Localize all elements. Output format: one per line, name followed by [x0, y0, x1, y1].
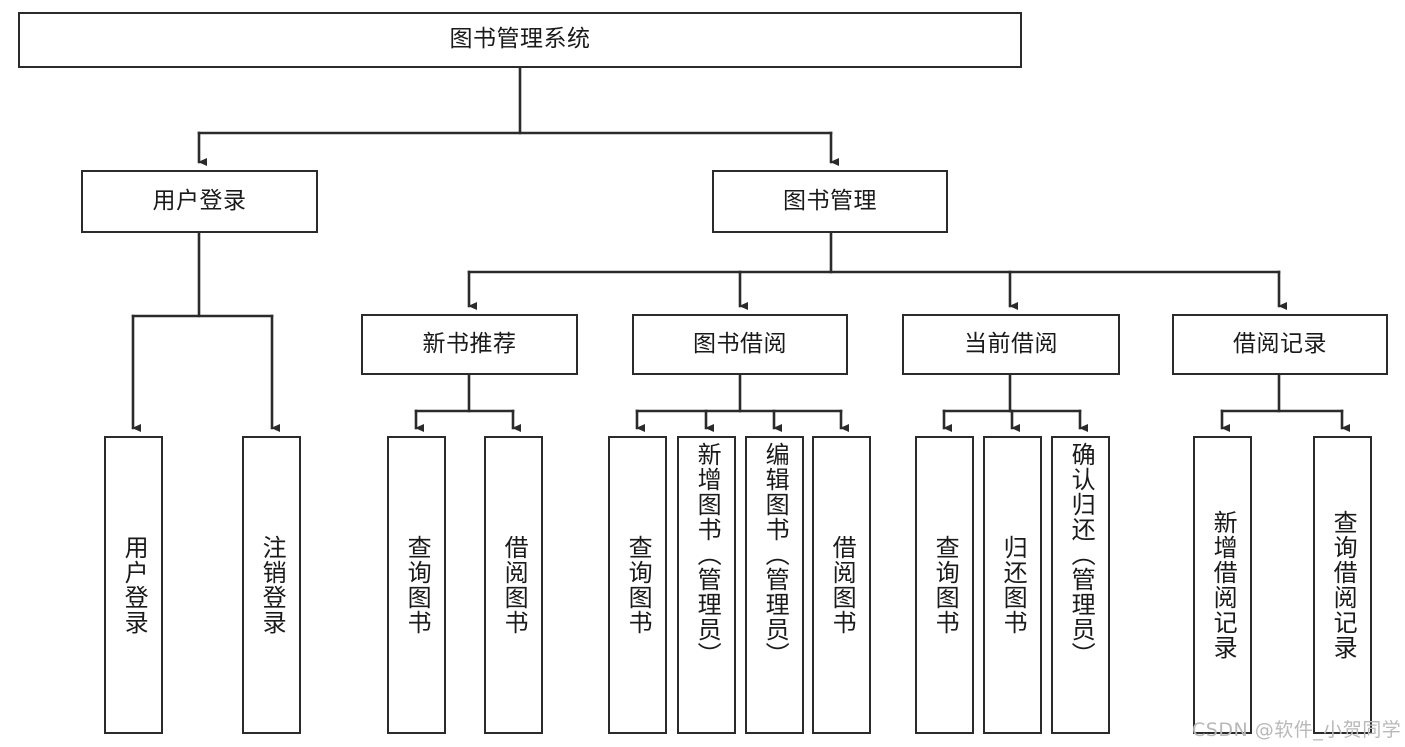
- node-new-book-recommend[interactable]: 新书推荐: [361, 314, 578, 375]
- node-root-label: 图书管理系统: [449, 26, 591, 53]
- csdn-watermark: CSDN @软件_小贺同学: [1192, 719, 1402, 741]
- leaf-current-borrow-2[interactable]: 归还图书: [983, 436, 1042, 734]
- leaf-book-borrow-1[interactable]: 查询图书: [608, 436, 667, 734]
- node-book-manage-label: 图书管理: [783, 187, 877, 214]
- leaf-new-book-2[interactable]: 借阅图书: [484, 436, 543, 734]
- leaf-borrow-record-1[interactable]: 新增借阅记录: [1193, 436, 1252, 734]
- leaf-current-borrow-1-label: 查询图书: [931, 535, 960, 635]
- node-borrow-record[interactable]: 借阅记录: [1172, 314, 1388, 375]
- leaf-book-borrow-2-label: 新增图书（管理员）: [693, 442, 722, 667]
- node-new-book-recommend-label: 新书推荐: [422, 330, 517, 357]
- leaf-book-borrow-2[interactable]: 新增图书（管理员）: [677, 436, 736, 734]
- node-book-borrow[interactable]: 图书借阅: [632, 314, 848, 375]
- node-user-login-label: 用户登录: [152, 187, 247, 214]
- leaf-user-login-1[interactable]: 用户登录: [104, 436, 163, 734]
- leaf-borrow-record-2-label: 查询借阅记录: [1329, 510, 1358, 660]
- node-current-borrow[interactable]: 当前借阅: [902, 314, 1120, 375]
- leaf-user-login-1-label: 用户登录: [120, 535, 149, 635]
- node-current-borrow-label: 当前借阅: [964, 330, 1058, 357]
- leaf-new-book-1[interactable]: 查询图书: [387, 436, 446, 734]
- leaf-current-borrow-3-label: 确认归还（管理员）: [1067, 442, 1096, 667]
- leaf-borrow-record-1-label: 新增借阅记录: [1209, 510, 1238, 660]
- leaf-current-borrow-3[interactable]: 确认归还（管理员）: [1051, 436, 1110, 734]
- node-book-manage[interactable]: 图书管理: [712, 170, 948, 233]
- leaf-book-borrow-1-label: 查询图书: [624, 535, 653, 635]
- leaf-book-borrow-3-label: 编辑图书（管理员）: [761, 442, 790, 667]
- node-borrow-record-label: 借阅记录: [1233, 330, 1327, 357]
- leaf-current-borrow-1[interactable]: 查询图书: [915, 436, 974, 734]
- leaf-new-book-2-label: 借阅图书: [500, 535, 529, 635]
- leaf-book-borrow-4-label: 借阅图书: [828, 535, 857, 635]
- leaf-book-borrow-3[interactable]: 编辑图书（管理员）: [745, 436, 804, 734]
- leaf-borrow-record-2[interactable]: 查询借阅记录: [1313, 436, 1372, 734]
- node-user-login[interactable]: 用户登录: [81, 170, 318, 233]
- leaf-current-borrow-2-label: 归还图书: [999, 535, 1028, 635]
- leaf-new-book-1-label: 查询图书: [403, 535, 432, 635]
- leaf-user-login-2-label: 注销登录: [258, 535, 287, 635]
- node-book-borrow-label: 图书借阅: [693, 330, 787, 357]
- leaf-user-login-2[interactable]: 注销登录: [242, 436, 301, 734]
- leaf-book-borrow-4[interactable]: 借阅图书: [812, 436, 871, 734]
- node-root[interactable]: 图书管理系统: [18, 12, 1022, 68]
